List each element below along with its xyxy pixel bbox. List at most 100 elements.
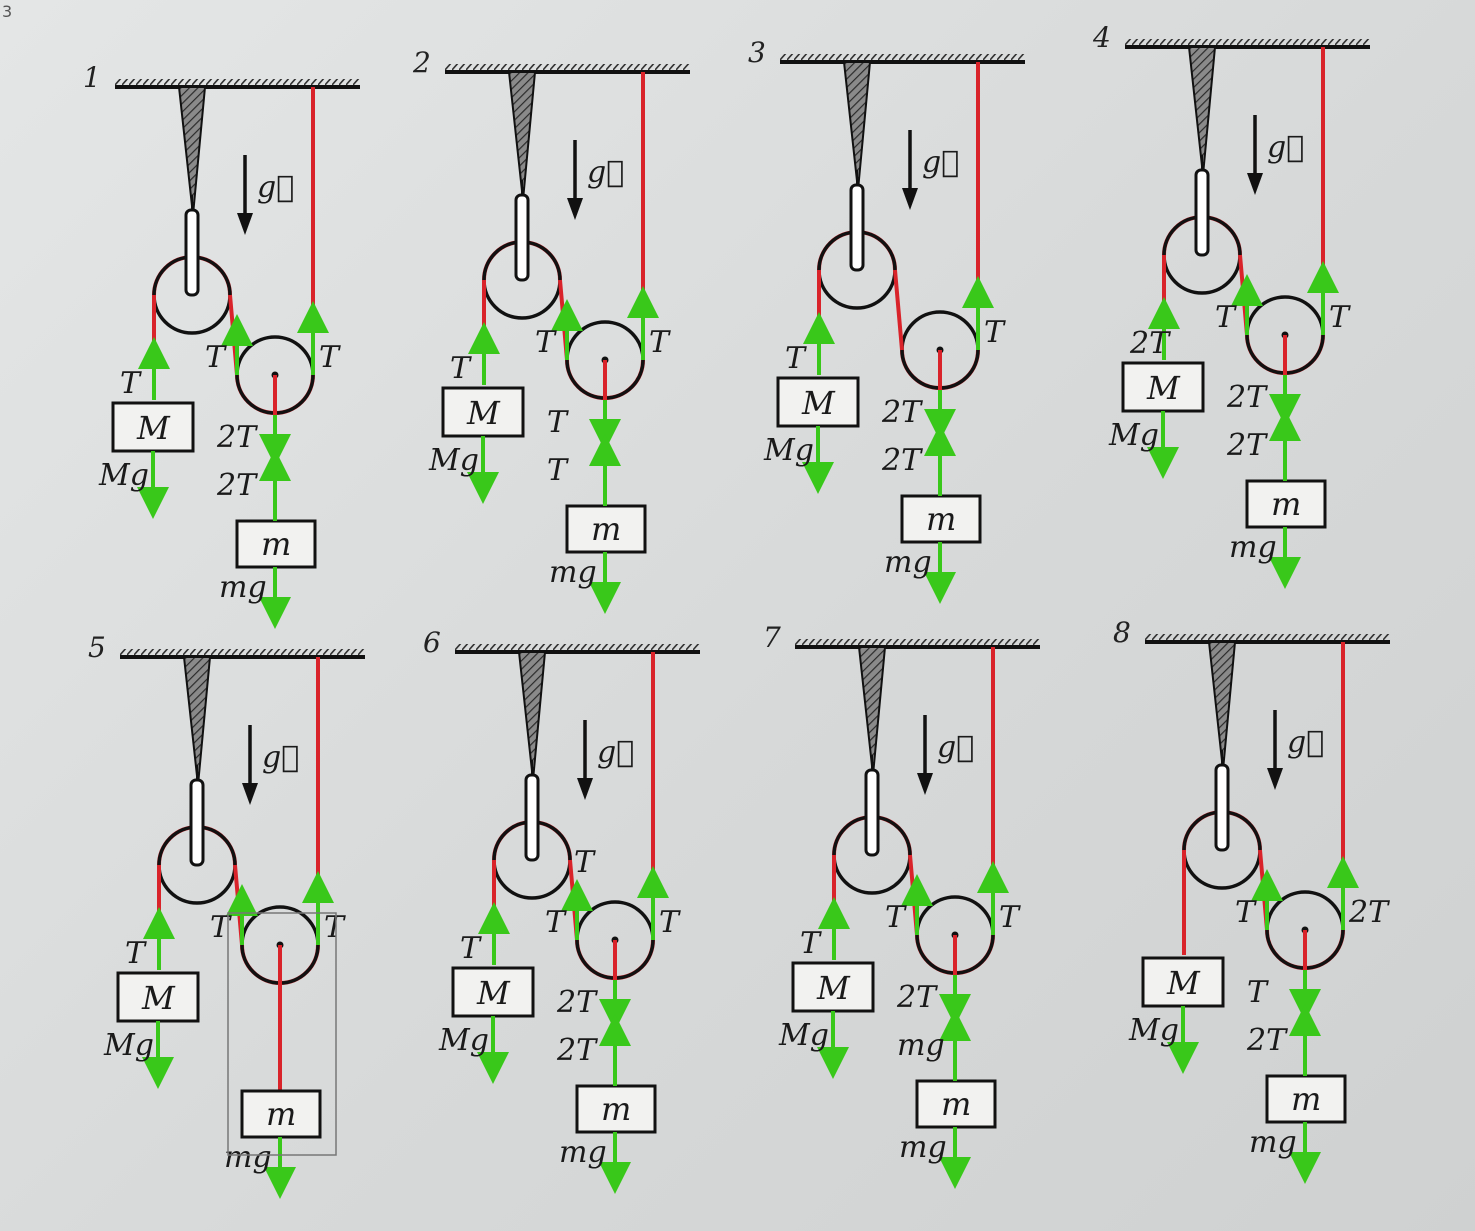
hanger-wedge	[1187, 46, 1217, 176]
hanger-wedge	[182, 656, 212, 786]
gravity-arrow-head	[577, 778, 593, 800]
block-M-label: M	[816, 969, 851, 1007]
tension-label-pulley-right: T	[319, 340, 341, 375]
weight-label-m: mg	[559, 1135, 607, 1170]
tension-label-pulley-left: T	[885, 900, 907, 935]
block-M-label: M	[136, 409, 171, 447]
weight-label-m: mg	[1249, 1125, 1297, 1160]
weight-label-M: Mg	[428, 443, 479, 478]
block-M	[1141, 956, 1225, 1008]
weight-label-M: Mg	[103, 1028, 154, 1063]
weight-label-m: mg	[549, 555, 597, 590]
gravity-arrow-head	[237, 213, 253, 235]
block-m-label: m	[591, 510, 621, 548]
ceiling-hatch	[1145, 634, 1390, 642]
weight-label-M: Mg	[98, 458, 149, 493]
tension-label-pulley-right: T	[649, 325, 671, 360]
force-label-pulley-down: 2T	[1226, 380, 1268, 415]
ceiling-hatch	[120, 649, 365, 657]
block-M-label: M	[466, 394, 501, 432]
gravity-arrow-head	[902, 188, 918, 210]
hanger-wedge	[857, 646, 887, 776]
weight-label-M: Mg	[778, 1018, 829, 1053]
force-label-pulley-down: 2T	[881, 395, 923, 430]
panel-number: 2	[412, 46, 431, 79]
tension-label-M: T	[785, 341, 807, 376]
tension-label-M: T	[120, 366, 142, 401]
gravity-label: g⃗	[597, 735, 634, 770]
block-m	[915, 1079, 997, 1129]
ceiling-hatch	[115, 79, 360, 87]
block-M-label: M	[1146, 369, 1181, 407]
pulley-axle-bracket	[514, 193, 530, 282]
tension-label-M: T	[450, 351, 472, 386]
tension-label-pulley-left: T	[1235, 895, 1257, 930]
panel-number: 7	[763, 621, 781, 654]
weight-label-m: mg	[1229, 530, 1277, 565]
force-label-pulley-down: T	[1247, 975, 1269, 1010]
pulley-axle-bracket	[864, 768, 880, 857]
gravity-arrow-head	[567, 198, 583, 220]
gravity-label: g⃗	[922, 145, 959, 180]
force-label-m-up: 2T	[1226, 428, 1268, 463]
gravity-label: g⃗	[1287, 725, 1324, 760]
hanger-wedge	[507, 71, 537, 201]
block-m-label: m	[941, 1085, 971, 1123]
ceiling-hatch	[445, 64, 690, 72]
gravity-label: g⃗	[587, 155, 624, 190]
block-M-label: M	[141, 979, 176, 1017]
tension-label-pulley-right: T	[659, 905, 681, 940]
tension-label-M: T	[800, 926, 822, 961]
force-label-m-up: mg	[897, 1028, 945, 1063]
weight-label-M: Mg	[438, 1023, 489, 1058]
hanger-wedge	[517, 651, 547, 781]
weight-label-m: mg	[219, 570, 267, 605]
system-boundary-box	[227, 912, 337, 1156]
tension-label-pulley-left: T	[1215, 300, 1237, 335]
block-m	[900, 494, 982, 544]
pulley-axle-bracket	[1194, 168, 1210, 257]
pulley-axle-bracket	[184, 208, 200, 297]
pulley-axle-bracket	[849, 183, 865, 272]
force-label-m-up: 2T	[216, 468, 258, 503]
block-m	[1245, 479, 1327, 529]
block-M-label: M	[476, 974, 511, 1012]
block-m-label: m	[266, 1095, 296, 1133]
pulley-axle-bracket	[189, 778, 205, 867]
tension-label-M: T	[125, 936, 147, 971]
block-m-label: m	[1271, 485, 1301, 523]
ceiling-hatch	[455, 644, 700, 652]
panel-number: 4	[1092, 21, 1111, 54]
block-M	[451, 966, 535, 1018]
weight-label-M: Mg	[763, 433, 814, 468]
gravity-label: g⃗	[257, 170, 294, 205]
pulley-axle-bracket	[524, 773, 540, 862]
tension-label-M: 2T	[1129, 326, 1171, 361]
pulley-axle-bracket	[1214, 763, 1230, 852]
tension-label-pulley-left: T	[205, 340, 227, 375]
gravity-arrow-head	[1267, 768, 1283, 790]
panel-number: 8	[1113, 616, 1131, 649]
tension-label-pulley-right: 2T	[1348, 895, 1390, 930]
force-label-pulley-down: 2T	[896, 980, 938, 1015]
page-label: 3	[2, 2, 13, 21]
force-label-pulley-down: T	[547, 405, 569, 440]
block-M	[791, 961, 875, 1013]
block-m-label: m	[601, 1090, 631, 1128]
block-m-label: m	[1291, 1080, 1321, 1118]
panel-number: 3	[748, 36, 766, 69]
panel-number: 1	[83, 61, 101, 94]
weight-label-m: mg	[884, 545, 932, 580]
hanger-wedge	[842, 61, 872, 191]
gravity-label: g⃗	[937, 730, 974, 765]
